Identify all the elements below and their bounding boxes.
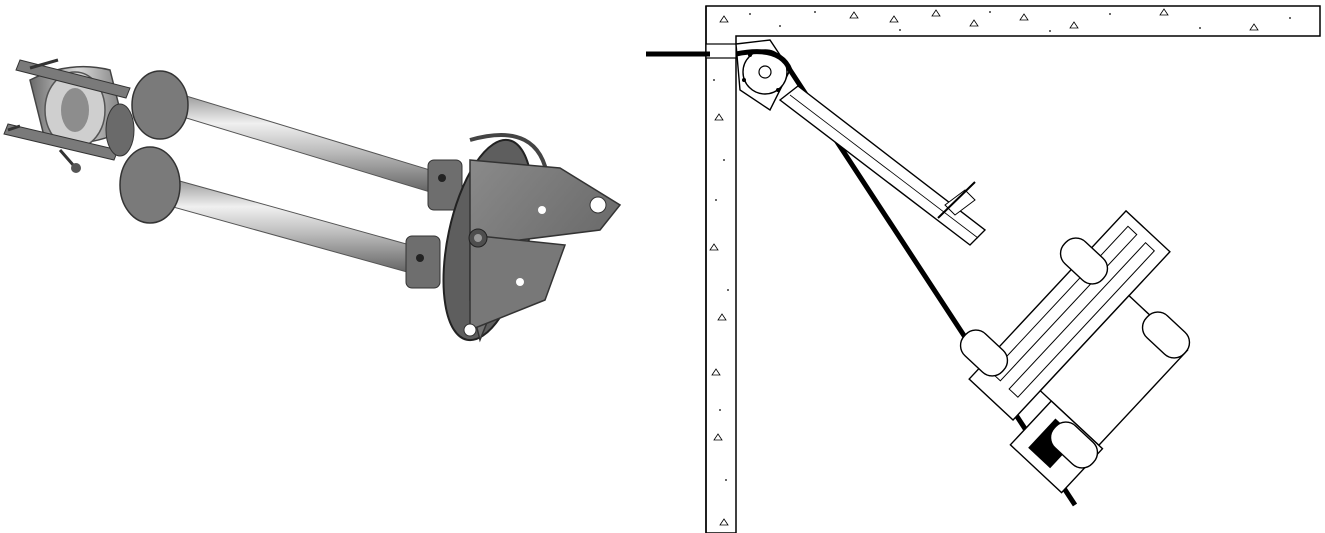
roller-side-plates (3, 58, 131, 173)
cable (735, 49, 1078, 507)
installation-diagram (640, 0, 1325, 533)
roller-guide-photo-svg (3, 58, 622, 343)
concrete-wall (705, 5, 1321, 533)
rear-collars (405, 159, 463, 289)
installation-diagram-svg (646, 5, 1321, 533)
guide-boom (778, 85, 987, 246)
puller-wheels (959, 237, 1191, 469)
mounting-flange (442, 133, 622, 343)
roller-guide-photo (0, 0, 660, 533)
front-collars (105, 70, 189, 224)
duct-opening (646, 43, 737, 59)
